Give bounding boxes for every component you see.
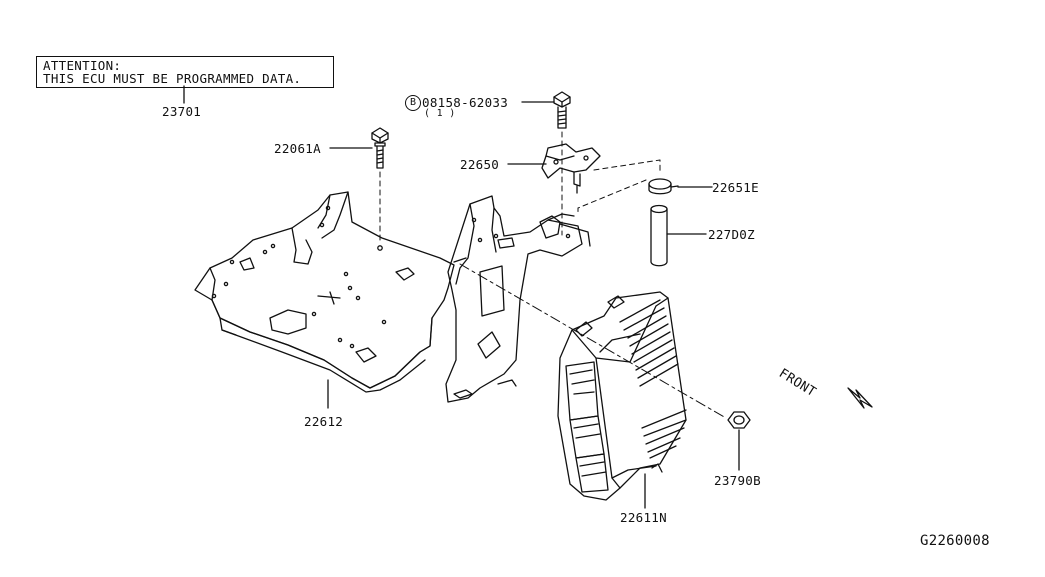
label-nut: 23790B bbox=[714, 473, 761, 488]
label-bolt-b-qty: ( 1 ) bbox=[424, 108, 456, 119]
tube-227d0z-shape bbox=[650, 204, 668, 267]
ecu-22611n-shape bbox=[557, 291, 687, 501]
label-bolt-b: 08158-62033 bbox=[422, 95, 509, 110]
label-notice-part: 23701 bbox=[162, 104, 202, 119]
label-bracket: 22612 bbox=[304, 414, 344, 429]
dash-mount-axis bbox=[459, 263, 727, 419]
label-tube: 227D0Z bbox=[708, 227, 755, 242]
label-sensor: 22650 bbox=[460, 157, 500, 172]
label-clip: 22651E bbox=[712, 180, 759, 195]
bolt-22061a-shape bbox=[371, 127, 389, 169]
upright-plate-shape bbox=[445, 195, 591, 403]
nut-23790b-shape bbox=[727, 411, 751, 429]
ecu-notice-box: ATTENTION: THIS ECU MUST BE PROGRAMMED D… bbox=[36, 56, 334, 88]
bolt-b-shape bbox=[553, 91, 571, 129]
notice-title: ATTENTION: bbox=[43, 58, 122, 73]
front-arrow bbox=[847, 387, 873, 409]
label-ecu: 22611N bbox=[620, 510, 667, 525]
circled-b-marker: B bbox=[405, 95, 421, 111]
sensor-22650-shape bbox=[541, 143, 601, 194]
clip-22651e-shape bbox=[648, 178, 679, 195]
bracket-22612-shape bbox=[194, 191, 455, 393]
notice-text: THIS ECU MUST BE PROGRAMMED DATA. bbox=[43, 71, 302, 86]
dash-sensor-clip bbox=[577, 159, 661, 215]
label-bolt-left: 22061A bbox=[274, 141, 321, 156]
diagram-code: G2260008 bbox=[920, 533, 990, 549]
